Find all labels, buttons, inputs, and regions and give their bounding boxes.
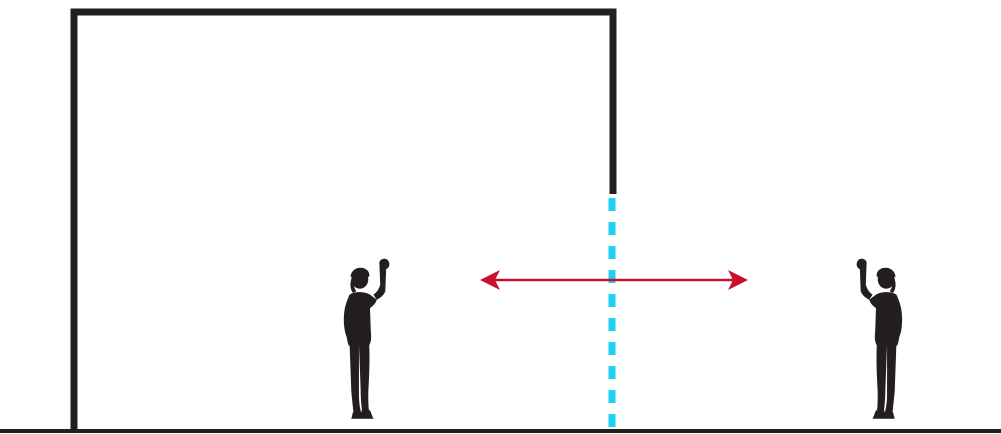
wall-frame	[70, 8, 617, 431]
person-silhouette-outside	[856, 258, 903, 419]
person-silhouette-inside	[343, 258, 390, 419]
